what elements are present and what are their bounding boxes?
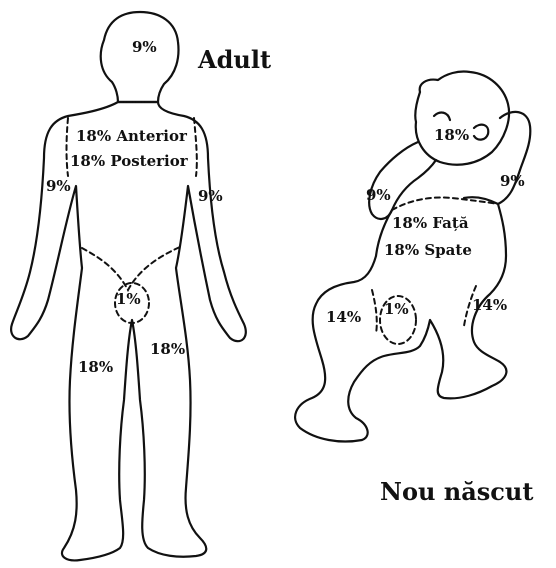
newborn-title: Nou născut — [380, 477, 533, 506]
adult-body-outline — [11, 102, 246, 560]
adult-arm-left-label: 9% — [46, 177, 71, 195]
adult-arm-right-label: 9% — [198, 187, 223, 205]
newborn-trunk-front-label: 18% Față — [392, 214, 469, 232]
newborn-genital-label: 1% — [384, 300, 409, 318]
adult-head-label: 9% — [132, 38, 157, 56]
newborn-figure: 18% 9% 9% 18% Față 18% Spate 1% 14% 14% … — [295, 71, 533, 506]
newborn-hip-left-divider — [372, 290, 377, 334]
newborn-leg-left-label: 14% — [326, 308, 361, 326]
newborn-head-label: 18% — [434, 126, 469, 144]
adult-head-outline — [101, 12, 179, 102]
adult-trunk-back-label: 18% Posterior — [70, 152, 189, 170]
newborn-arm-right-label: 9% — [500, 172, 525, 190]
adult-shoulder-left-divider — [67, 118, 69, 176]
adult-figure: 9% 18% Anterior 18% Posterior 9% 9% 1% 1… — [11, 12, 271, 560]
newborn-ear-detail — [474, 125, 488, 140]
adult-leg-right-label: 18% — [150, 340, 185, 358]
adult-genital-label: 1% — [116, 290, 141, 308]
adult-leg-left-label: 18% — [78, 358, 113, 376]
newborn-head-outline — [415, 71, 509, 164]
newborn-trunk-back-label: 18% Spate — [384, 241, 472, 259]
adult-trunk-front-label: 18% Anterior — [76, 127, 188, 145]
newborn-face-detail — [434, 113, 450, 120]
newborn-arm-left-label: 9% — [366, 186, 391, 204]
adult-title: Adult — [197, 45, 271, 74]
newborn-arm-right-outline — [498, 112, 530, 204]
newborn-leg-right-label: 14% — [472, 296, 507, 314]
adult-shoulder-right-divider — [194, 118, 197, 176]
